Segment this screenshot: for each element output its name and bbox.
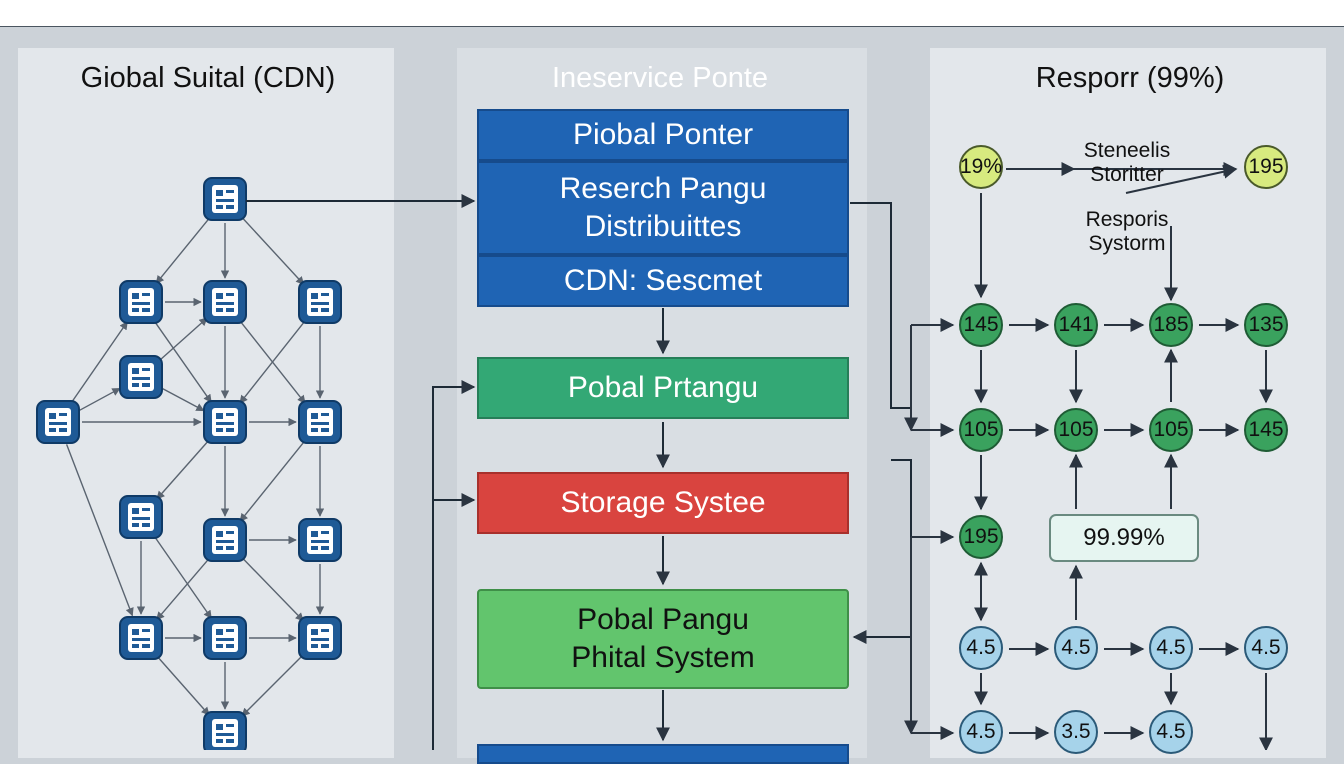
cdn-edge [241,556,304,622]
cdn-edge [240,216,305,285]
cdn-edge [156,655,210,716]
server-icon[interactable] [119,495,163,539]
cdn-edge [239,320,306,404]
cdn-edge [154,321,212,404]
node-r2-c1[interactable]: 105 [959,408,1003,452]
cdn-edge [241,654,304,717]
block-pobal-prtangu[interactable]: Pobal Prtangu [477,357,849,419]
cdn-edge [71,321,128,403]
server-icon[interactable] [203,616,247,660]
server-icon[interactable] [203,400,247,444]
node-r5-c2[interactable]: 3.5 [1054,710,1098,754]
block-label: CDN: Sescmet [563,264,763,297]
cdn-edge [154,536,212,619]
server-icon[interactable] [119,616,163,660]
server-icon[interactable] [119,355,163,399]
connector-loop-left [432,380,476,750]
connector-block-to-right [850,202,911,409]
node-r4-c1[interactable]: 4.5 [959,626,1003,670]
node-r4-c4[interactable]: 4.5 [1244,626,1288,670]
server-icon[interactable] [36,400,80,444]
node-top-right[interactable]: 195 [1244,145,1288,189]
cdn-edge [78,387,121,412]
node-r5-c1[interactable]: 4.5 [959,710,1003,754]
node-r2-c2[interactable]: 105 [1054,408,1098,452]
response-edges [904,162,1273,750]
block-label: Piobal Ponter [572,118,754,151]
node-r2-c4[interactable]: 145 [1244,408,1288,452]
pipeline-connectors [246,194,912,750]
response-edge [1125,164,1238,194]
label-resporis: Resporis Systorm [1085,208,1169,255]
node-r5-c3[interactable]: 4.5 [1149,710,1193,754]
label-steneelis: Steneelis Storitter [1083,139,1171,186]
availability-percent-box[interactable]: 99.99% [1049,514,1199,562]
panel-title-service: Ineservice Ponte [551,62,769,94]
block-label: Storage Systee [560,486,766,519]
top-bar [0,0,1344,27]
block-next-stage[interactable] [477,744,849,764]
cdn-edge [239,440,306,522]
block-piobal-ponter[interactable]: Piobal Ponter [477,109,849,161]
server-icon[interactable] [298,616,342,660]
node-r1-c1[interactable]: 145 [959,303,1003,347]
server-icon[interactable] [119,280,163,324]
cdn-edge [158,317,208,362]
block-reserch-pangu[interactable]: Reserch Pangu Distribuittes [477,161,849,255]
node-r4-c3[interactable]: 4.5 [1149,626,1193,670]
cdn-edges [65,216,325,717]
block-pobal-pangu-phital[interactable]: Pobal Pangu Phital System [477,589,849,689]
panel-title-response: Resporr (99%) [1035,62,1225,94]
node-r2-c3[interactable]: 105 [1149,408,1193,452]
node-r1-c2[interactable]: 141 [1054,303,1098,347]
block-label: Pobal Pangu Phital System [571,603,755,674]
server-icon[interactable] [298,518,342,562]
server-icon[interactable] [203,280,247,324]
panel-title-cdn: Giobal Suital (CDN) [80,62,336,94]
cdn-edge [156,439,210,500]
node-r3-c1[interactable]: 195 [959,515,1003,559]
node-r1-c4[interactable]: 135 [1244,303,1288,347]
cdn-edge [161,387,205,412]
block-storage-systee[interactable]: Storage Systee [477,472,849,534]
server-icon[interactable] [203,177,247,221]
connector-right-to-block4 [852,459,912,644]
cdn-edge [65,444,134,617]
block-cdn-sescmet[interactable]: CDN: Sescmet [477,255,849,307]
block-label: Reserch Pangu Distribuittes [559,172,767,243]
cdn-edge [155,217,211,285]
node-top-left[interactable]: 19% [959,145,1003,189]
server-icon[interactable] [298,280,342,324]
node-r1-c3[interactable]: 185 [1149,303,1193,347]
cdn-server-nodes [36,177,342,750]
cdn-edge [156,557,210,621]
server-icon[interactable] [203,518,247,562]
block-label: Pobal Prtangu [567,371,759,404]
server-icon[interactable] [203,711,247,750]
server-icon[interactable] [298,400,342,444]
node-r4-c2[interactable]: 4.5 [1054,626,1098,670]
